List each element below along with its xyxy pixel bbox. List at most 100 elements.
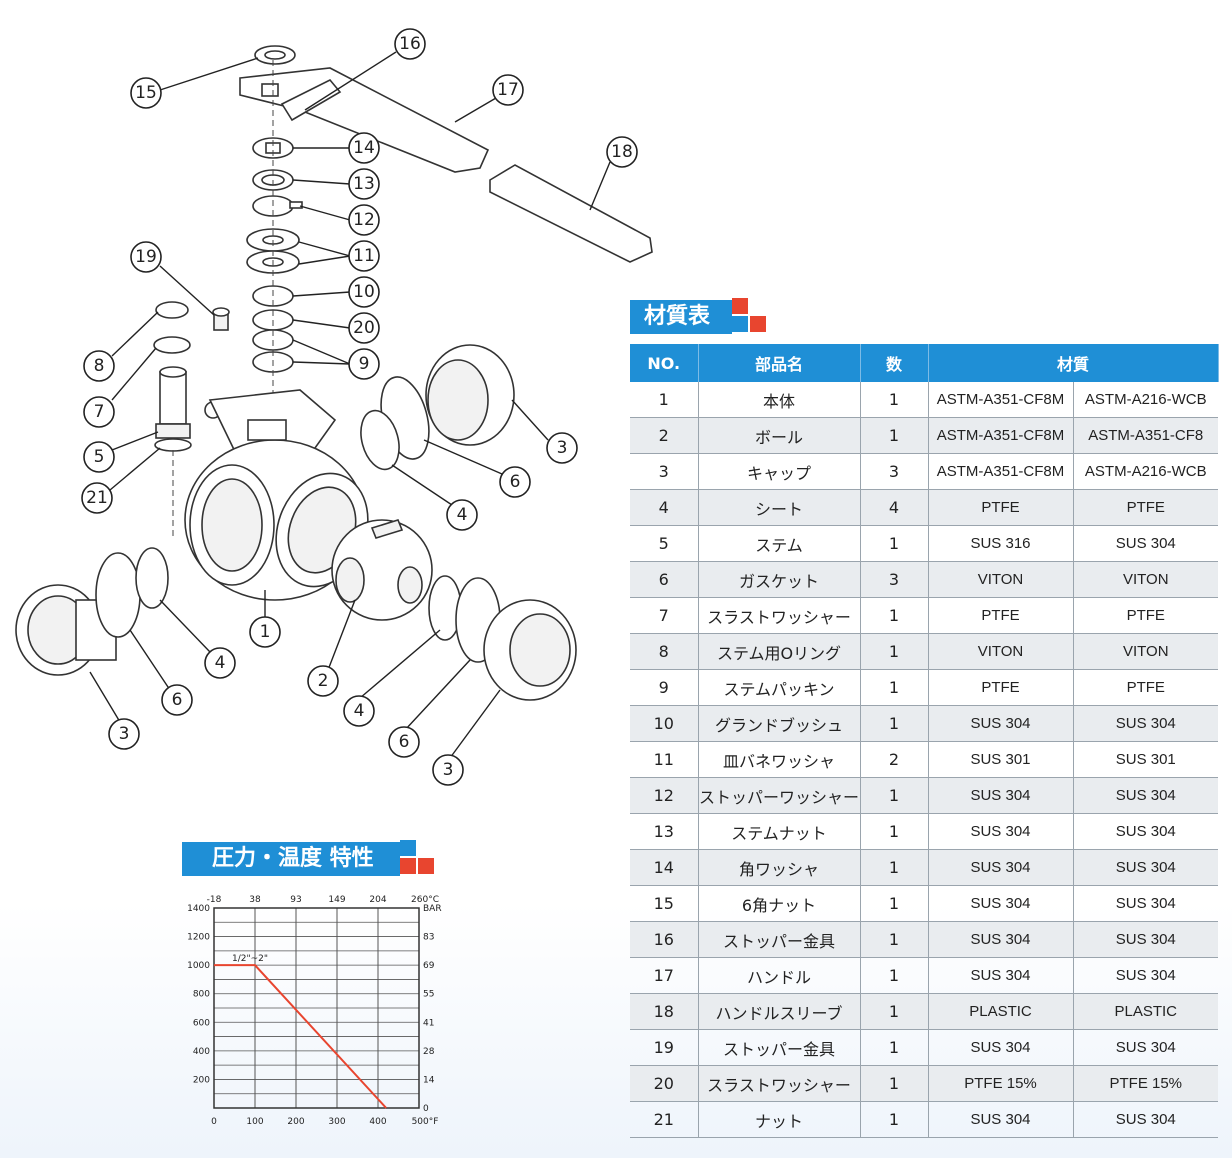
cell-part-name: ハンドル: [698, 957, 861, 994]
cell-part-name: スラストワッシャー: [698, 1065, 861, 1102]
svg-text:12: 12: [353, 210, 375, 230]
stopper-part: [204, 307, 230, 419]
x-tick-label: 0: [211, 1117, 217, 1127]
cell-material-2: ASTM-A216-WCB: [1073, 453, 1219, 490]
cell-material-2: SUS 304: [1073, 1029, 1219, 1066]
stem-part: [153, 301, 192, 540]
callout-18: 18: [606, 136, 638, 168]
cell-no: 1: [630, 382, 699, 418]
cell-material-1: SUS 304: [928, 885, 1074, 922]
callout-9: 9: [348, 348, 380, 380]
col-header-material: 材質: [928, 344, 1219, 382]
cell-material-2: SUS 304: [1073, 525, 1219, 562]
callout-5: 5: [83, 441, 115, 473]
cell-no: 13: [630, 813, 699, 850]
cell-qty: 1: [860, 849, 929, 886]
y-left-tick-label: 1400: [187, 904, 210, 914]
callout-20: 20: [348, 312, 380, 344]
svg-text:9: 9: [359, 354, 370, 374]
cell-material-1: PTFE: [928, 489, 1074, 526]
x-top-tick-label: 149: [328, 895, 345, 905]
col-header-part-name: 部品名: [698, 344, 861, 382]
accent-square: [732, 298, 748, 314]
cell-part-name: 本体: [698, 382, 861, 418]
cell-qty: 1: [860, 921, 929, 958]
cell-qty: 1: [860, 1029, 929, 1066]
x-top-tick-label: 38: [249, 895, 261, 905]
cell-material-1: ASTM-A351-CF8M: [928, 453, 1074, 490]
cell-part-name: 6角ナット: [698, 885, 861, 922]
cell-material-1: ASTM-A351-CF8M: [928, 382, 1074, 418]
svg-text:11: 11: [353, 246, 375, 266]
cell-material-1: PTFE 15%: [928, 1065, 1074, 1102]
y-right-tick-label: BAR: [423, 904, 442, 914]
cell-material-1: ASTM-A351-CF8M: [928, 417, 1074, 454]
cell-part-name: シート: [698, 489, 861, 526]
x-top-tick-label: 204: [369, 895, 386, 905]
svg-text:1: 1: [260, 622, 271, 642]
cell-part-name: ボール: [698, 417, 861, 454]
accent-square: [400, 858, 416, 874]
cell-part-name: ハンドルスリーブ: [698, 993, 861, 1030]
callout-19: 19: [130, 241, 162, 273]
cell-part-name: ステムパッキン: [698, 669, 861, 706]
cell-no: 15: [630, 885, 699, 922]
callout-16: 16: [394, 28, 426, 60]
cell-no: 21: [630, 1101, 699, 1138]
stem-stack: [246, 45, 303, 400]
svg-text:17: 17: [497, 80, 519, 100]
cell-material-2: PTFE: [1073, 669, 1219, 706]
svg-text:20: 20: [353, 318, 375, 338]
callout-6-bottom: 6: [388, 726, 420, 758]
cell-qty: 1: [860, 669, 929, 706]
y-left-tick-label: 1000: [187, 961, 210, 971]
cell-material-2: PTFE: [1073, 489, 1219, 526]
cell-material-2: SUS 304: [1073, 813, 1219, 850]
accent-square: [400, 840, 416, 856]
cell-no: 10: [630, 705, 699, 742]
cell-material-1: SUS 304: [928, 813, 1074, 850]
y-left-tick-label: 1200: [187, 933, 210, 943]
callout-12: 12: [348, 204, 380, 236]
handle-part: [239, 67, 490, 173]
cell-material-1: SUS 304: [928, 1101, 1074, 1138]
cell-material-2: SUS 304: [1073, 957, 1219, 994]
cell-material-2: ASTM-A351-CF8: [1073, 417, 1219, 454]
callout-3-left: 3: [108, 718, 140, 750]
y-right-tick-label: 14: [423, 1075, 435, 1085]
cell-qty: 1: [860, 525, 929, 562]
cell-no: 17: [630, 957, 699, 994]
svg-text:10: 10: [353, 282, 375, 302]
callout-3-top-right: 3: [546, 432, 578, 464]
callout-6-left: 6: [161, 684, 193, 716]
svg-text:16: 16: [399, 34, 421, 54]
callout-7: 7: [83, 396, 115, 428]
cell-no: 9: [630, 669, 699, 706]
exploded-valve-diagram: 15 16 17 18 14 13 12 11 10 20 9 19 8 7 5…: [15, 28, 653, 786]
x-top-tick-label: 93: [290, 895, 301, 905]
callout-21: 21: [81, 482, 113, 514]
svg-text:5: 5: [94, 447, 105, 467]
cell-part-name: ストッパー金具: [698, 921, 861, 958]
cell-material-1: SUS 304: [928, 957, 1074, 994]
bottom-right-cap-assembly: [428, 575, 577, 701]
cell-qty: 4: [860, 489, 929, 526]
svg-text:6: 6: [172, 690, 183, 710]
accent-square: [732, 316, 748, 332]
x-tick-label: 200: [287, 1117, 304, 1127]
series-label: 1/2"~2": [232, 954, 268, 964]
cell-material-1: PTFE: [928, 597, 1074, 634]
